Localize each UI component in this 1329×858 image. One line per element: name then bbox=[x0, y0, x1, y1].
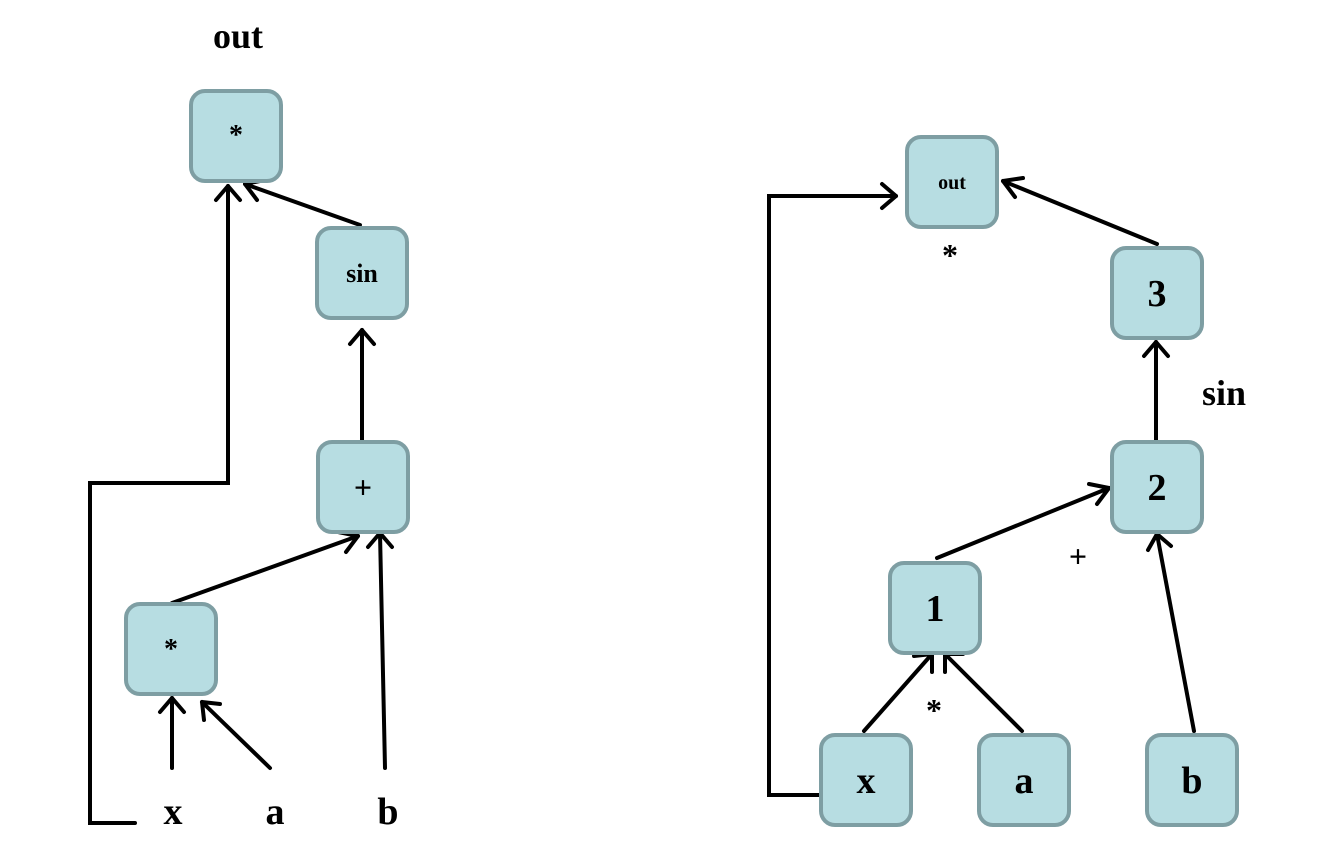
op-label-sin: sin bbox=[1202, 373, 1246, 413]
right-node-b: b bbox=[1145, 733, 1239, 827]
right-node-1-label: 1 bbox=[926, 588, 945, 630]
right-graph: out 3 2 1 x a b * sin + * bbox=[767, 135, 1246, 827]
right-node-b-label: b bbox=[1181, 760, 1202, 802]
right-node-a-label: a bbox=[1015, 760, 1034, 802]
arrowhead-x-to-out bbox=[880, 182, 898, 210]
left-input-a: a bbox=[266, 791, 285, 833]
edge-x-to-1 bbox=[862, 652, 934, 733]
right-node-out: out bbox=[905, 135, 999, 229]
op-label-plus: + bbox=[1069, 538, 1087, 574]
edge-mul-bottom-to-plus bbox=[170, 534, 360, 605]
arrowhead-x-to-mul-top bbox=[214, 184, 242, 202]
edge-a-to-1 bbox=[943, 652, 1024, 733]
left-title-out: out bbox=[213, 16, 263, 56]
right-node-a: a bbox=[977, 733, 1071, 827]
edge-sin-to-mul-top bbox=[243, 182, 362, 227]
arrowhead-x-to-mul-bottom bbox=[158, 696, 186, 714]
right-node-out-label: out bbox=[938, 172, 966, 194]
right-node-x: x bbox=[819, 733, 913, 827]
edge-a-to-mul-bottom bbox=[200, 700, 272, 770]
right-node-2: 2 bbox=[1110, 440, 1204, 534]
edge-b-to-2 bbox=[1155, 532, 1196, 733]
left-graph: out * sin + * bbox=[88, 16, 410, 833]
left-node-sin-label: sin bbox=[346, 259, 378, 288]
left-node-mul-top: * bbox=[189, 89, 283, 183]
edge-x-to-out bbox=[767, 194, 898, 797]
arrowhead-3-to-out bbox=[1001, 176, 1025, 199]
edge-1-to-2 bbox=[935, 486, 1111, 560]
left-input-b: b bbox=[377, 791, 398, 833]
left-node-mul-top-label: * bbox=[229, 120, 243, 151]
left-node-mul-bottom-label: * bbox=[164, 634, 178, 665]
edge-3-to-out bbox=[1001, 179, 1159, 246]
left-node-plus: + bbox=[316, 440, 410, 534]
op-label-mul-1: * bbox=[926, 692, 942, 728]
right-node-1: 1 bbox=[888, 561, 982, 655]
left-node-plus-label: + bbox=[354, 469, 372, 505]
left-node-sin: sin bbox=[315, 226, 409, 320]
left-node-mul-bottom: * bbox=[124, 602, 218, 696]
left-input-x: x bbox=[164, 791, 183, 833]
arrowhead-1-to-2 bbox=[1087, 482, 1111, 506]
edge-b-to-plus bbox=[378, 531, 387, 770]
right-node-x-label: x bbox=[857, 760, 876, 802]
right-node-2-label: 2 bbox=[1148, 467, 1167, 509]
arrowhead-2-to-3 bbox=[1142, 340, 1170, 358]
right-node-3: 3 bbox=[1110, 246, 1204, 340]
op-label-mul-out: * bbox=[942, 237, 958, 273]
arrowhead-plus-to-sin bbox=[348, 328, 376, 346]
edge-x-to-mul-top bbox=[88, 184, 230, 825]
right-node-3-label: 3 bbox=[1148, 273, 1167, 315]
arrowhead-a-to-mul-bottom bbox=[200, 700, 222, 722]
